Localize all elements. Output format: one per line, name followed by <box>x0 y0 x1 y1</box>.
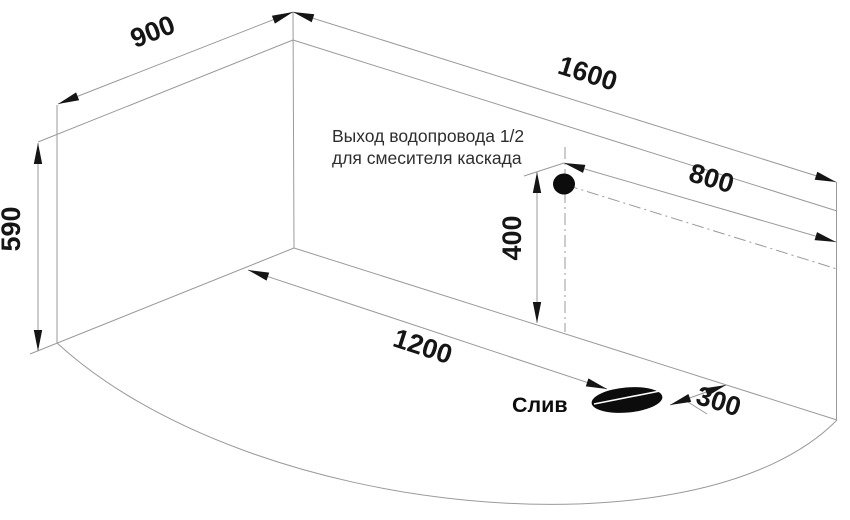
water-outlet-hole-icon <box>553 173 575 195</box>
dim-line-900 <box>57 11 294 105</box>
tub-outline <box>29 11 838 505</box>
arrow-1600-right <box>814 171 836 182</box>
arrow-1200-left <box>248 270 270 281</box>
arrow-900-left <box>58 92 80 104</box>
dim-line-800 <box>563 162 837 243</box>
arrow-900-apex <box>271 12 293 24</box>
dim-label-1600: 1600 <box>555 50 621 97</box>
outlet-horizontal-centerline <box>565 184 838 270</box>
dim-leader-300 <box>687 401 708 415</box>
dim-line-1600 <box>292 11 837 183</box>
left-wall-floor-edge <box>29 247 295 355</box>
outlet-note-line1: Выход водопровода 1/2 <box>332 126 524 146</box>
drain-hole-icon <box>591 387 663 413</box>
dim-label-800: 800 <box>686 158 738 200</box>
annotations: Выход водопровода 1/2 для смесителя каск… <box>332 126 568 417</box>
drain-label: Слив <box>512 393 568 417</box>
right-wall-floor-edge <box>293 247 838 421</box>
dim-line-1200 <box>247 269 608 390</box>
dim-label-590: 590 <box>0 206 26 251</box>
right-wall-top-edge <box>292 39 838 212</box>
arrow-300-right <box>704 385 726 397</box>
dimension-labels: 900 1600 590 800 400 1200 300 <box>0 9 745 422</box>
arrow-590-bottom <box>33 330 43 351</box>
drain-hole-group <box>591 387 663 413</box>
tub-front-curved-edge <box>56 342 838 505</box>
arrow-400-top <box>532 172 542 193</box>
arrow-400-bottom <box>532 302 542 323</box>
dim-ext-800-left <box>523 162 565 177</box>
arrow-590-top <box>33 143 43 164</box>
drain-highlight <box>593 390 661 405</box>
dim-label-1200: 1200 <box>390 323 456 370</box>
arrow-800-left <box>564 163 586 173</box>
dim-label-300: 300 <box>693 380 745 422</box>
wall-corner-edge <box>292 11 295 249</box>
left-wall-top-edge <box>37 39 294 143</box>
dim-label-400: 400 <box>497 215 527 260</box>
arrow-1600-apex <box>293 12 315 23</box>
arrow-300-left <box>670 394 692 405</box>
outlet-note-line2: для смесителя каскада <box>332 148 522 168</box>
dim-label-900: 900 <box>126 9 179 53</box>
arrow-800-right <box>814 232 836 242</box>
dimension-lines <box>37 11 837 415</box>
dimension-arrowheads <box>33 12 836 405</box>
arrow-1200-right <box>585 378 607 389</box>
